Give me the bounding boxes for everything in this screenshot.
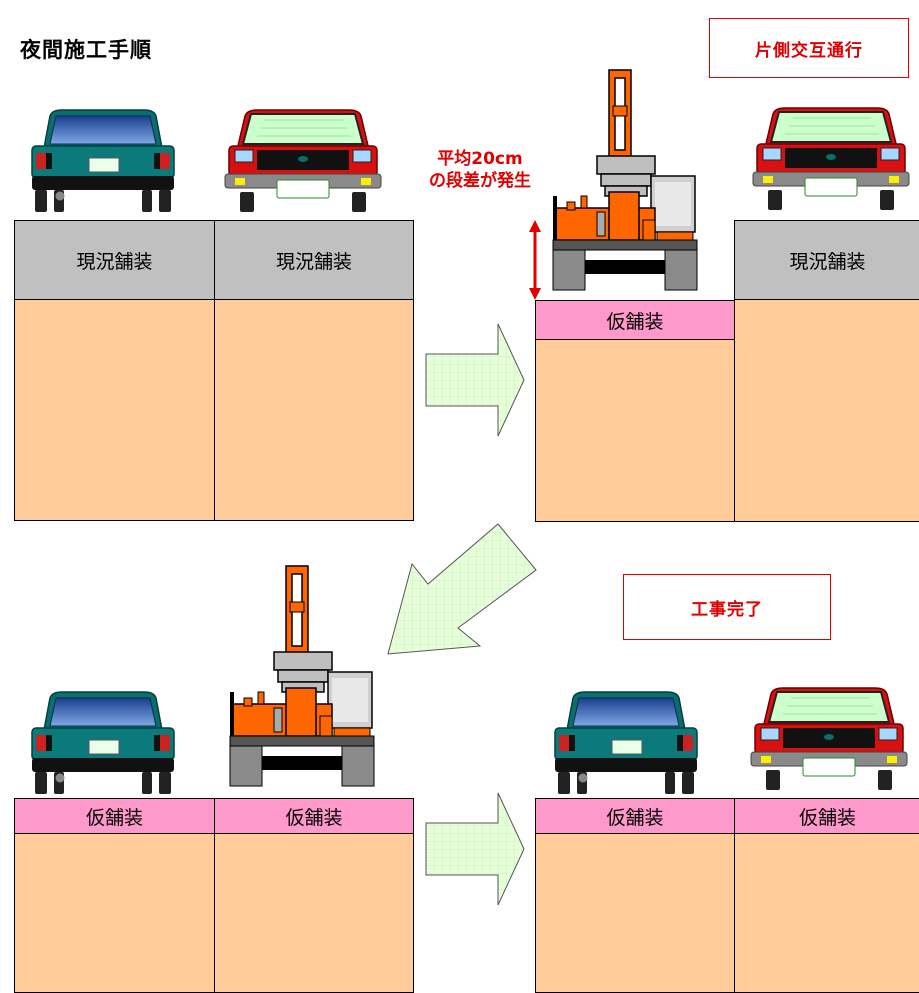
soil-right: [734, 833, 919, 993]
height-difference-arrow-icon: [529, 220, 541, 300]
soil-right: [214, 833, 414, 993]
step1-panel: 現況舗装 現況舗装: [14, 109, 414, 522]
temporary-pavement-right: 仮舗装: [214, 798, 414, 834]
soil-left: [535, 833, 735, 993]
existing-pavement-left: 現況舗装: [14, 220, 215, 300]
annotation-line-1: 平均20cm: [437, 149, 523, 169]
page-title: 夜間施工手順: [20, 38, 152, 62]
step4-panel: 仮舗装 仮舗装: [535, 687, 919, 993]
down-left-arrow-icon: [387, 523, 537, 655]
temporary-pavement-right: 仮舗装: [734, 798, 919, 834]
excavator-icon: [552, 69, 698, 291]
green-car-icon: [31, 109, 175, 213]
soil-left: [14, 833, 215, 993]
step2-panel: 平均20cm の段差が発生 仮舗装 現況舗装: [429, 69, 919, 522]
red-car-icon: [752, 107, 910, 211]
annotation-line-2: の段差が発生: [429, 171, 531, 191]
soil-right: [214, 299, 414, 521]
existing-pavement-right: 現況舗装: [214, 220, 414, 300]
green-car-icon: [554, 691, 698, 795]
existing-pavement-right: 現況舗装: [734, 220, 919, 300]
soil-left: [535, 339, 735, 522]
excavator-icon: [229, 565, 375, 787]
step3-panel: 仮舗装 仮舗装: [14, 565, 414, 993]
step-height-annotation: 平均20cm の段差が発生: [410, 148, 550, 192]
temporary-pavement-left: 仮舗装: [535, 300, 735, 340]
alternating-traffic-tag: 片側交互通行: [709, 18, 909, 78]
temporary-pavement-left: 仮舗装: [14, 798, 215, 834]
temporary-pavement-left: 仮舗装: [535, 798, 735, 834]
red-car-icon: [750, 687, 908, 791]
work-complete-tag: 工事完了: [623, 574, 831, 640]
red-car-icon: [224, 109, 382, 213]
right-arrow-icon: [425, 323, 525, 437]
soil-left: [14, 299, 215, 521]
green-car-icon: [31, 691, 175, 795]
soil-right: [734, 299, 919, 522]
right-arrow-icon: [425, 792, 525, 906]
